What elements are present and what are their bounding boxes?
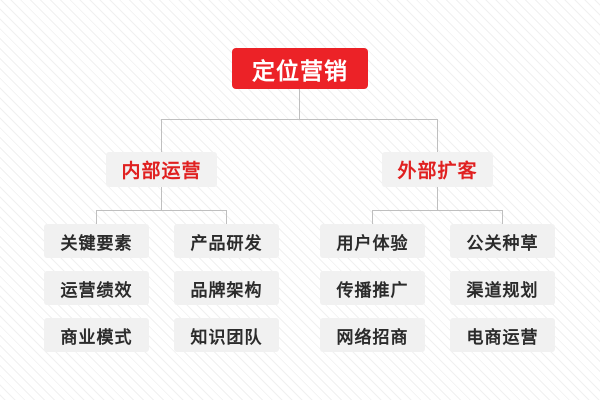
connector-l2-1-bar bbox=[96, 210, 227, 211]
leaf-external-col2-row3[interactable]: 电商运营 bbox=[450, 318, 555, 352]
connector-l2-2-bar bbox=[372, 210, 503, 211]
connector-root-to-l2-1 bbox=[161, 119, 162, 152]
connector-l2-2-to-col2 bbox=[502, 210, 503, 224]
leaf-external-col1-row2[interactable]: 传播推广 bbox=[320, 271, 425, 305]
leaf-external-col1-row1[interactable]: 用户体验 bbox=[320, 224, 425, 258]
leaf-external-col2-row1[interactable]: 公关种草 bbox=[450, 224, 555, 258]
leaf-external-col2-row2[interactable]: 渠道规划 bbox=[450, 271, 555, 305]
connector-root-bar bbox=[161, 119, 438, 120]
leaf-internal-col1-row3[interactable]: 商业模式 bbox=[44, 318, 149, 352]
connector-l2-2-stem bbox=[437, 187, 438, 210]
node-root[interactable]: 定位营销 bbox=[232, 48, 368, 89]
connector-l2-1-to-col1 bbox=[96, 210, 97, 224]
node-level2-internal-operations[interactable]: 内部运营 bbox=[106, 152, 217, 187]
leaf-internal-col2-row1[interactable]: 产品研发 bbox=[174, 224, 279, 258]
connector-l2-1-stem bbox=[161, 187, 162, 210]
connector-root-stem bbox=[299, 89, 300, 119]
leaf-internal-col1-row2[interactable]: 运营绩效 bbox=[44, 271, 149, 305]
connector-l2-2-to-col1 bbox=[372, 210, 373, 224]
leaf-internal-col2-row3[interactable]: 知识团队 bbox=[174, 318, 279, 352]
connector-l2-1-to-col2 bbox=[226, 210, 227, 224]
leaf-internal-col2-row2[interactable]: 品牌架构 bbox=[174, 271, 279, 305]
node-level2-external-acquisition[interactable]: 外部扩客 bbox=[382, 152, 493, 187]
connector-root-to-l2-2 bbox=[437, 119, 438, 152]
leaf-internal-col1-row1[interactable]: 关键要素 bbox=[44, 224, 149, 258]
leaf-external-col1-row3[interactable]: 网络招商 bbox=[320, 318, 425, 352]
